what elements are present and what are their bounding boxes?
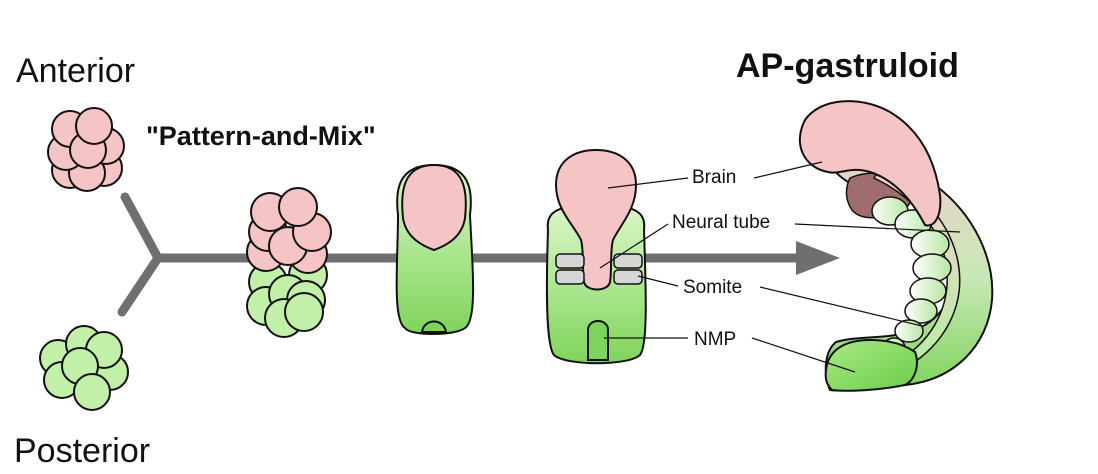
patterned-gastruloid [545, 148, 647, 365]
brain-annotation: Brain [692, 167, 736, 188]
somite-block [555, 253, 585, 269]
somite-annotation: Somite [683, 277, 742, 298]
method-label: "Pattern-and-Mix" [146, 121, 376, 151]
posterior-label: Posterior [14, 432, 150, 470]
annotation-leaders [599, 161, 961, 373]
ap-gastruloid [799, 100, 994, 392]
mixed-cell-cluster [246, 187, 332, 338]
somite-block [613, 269, 643, 285]
diagram-title: AP-gastruloid [736, 47, 959, 85]
nmp-annotation: NMP [694, 329, 736, 350]
somite-block [613, 253, 643, 269]
anterior-label: Anterior [16, 52, 135, 90]
posterior-cell-cluster [39, 325, 129, 411]
anterior-cell-cluster [47, 107, 125, 192]
neural-tube-annotation: Neural tube [672, 212, 770, 233]
intermediate-gastruloid [395, 163, 475, 335]
somite-block [555, 269, 585, 285]
